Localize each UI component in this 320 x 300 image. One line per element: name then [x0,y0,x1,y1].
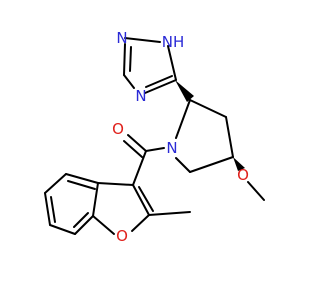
atom-label-nh-triazole: NH [162,33,185,51]
bond-c5-c6-double [50,196,56,223]
bond-c3-c2 [132,184,150,216]
bond-c3a-c4-double [67,180,96,190]
bond-c3a-c4 [65,173,99,184]
atom-label-o-methoxy: O [237,166,249,184]
bond-c3-c2-double [138,186,154,212]
structure-diagram: N NH N O N O O [44,29,265,245]
bond-c5-n4-double [145,75,173,88]
atom-label-o-carbonyl: O [112,120,124,138]
bond-c2-o [131,214,150,232]
bond-c5-n4 [144,79,177,94]
bond-c3-n1 [123,43,126,76]
bond-o-ch3 [247,181,265,201]
bond-c-o-double-b [123,140,143,158]
bond-c2-n1 [175,99,191,139]
bond-carbonyl-c3-benzofuran [132,150,147,186]
atom-label-n-triazole: N [116,29,127,47]
bond-c4-c5 [189,156,234,173]
bond-c3-c4 [225,116,234,158]
bond-n2-c5 [167,45,177,81]
atom-label-n-triazole-ring: N [135,87,146,105]
bond-c3a-c3 [97,182,134,186]
wedge-bond-c2-triazole [175,80,194,102]
bond-c6-c7 [49,224,76,235]
amide-linkage [123,134,165,186]
bond-n4-c3 [123,74,135,89]
atom-label-n-pyrrolidine: N [166,139,177,157]
bond-c4-c5 [44,173,67,194]
bond-c5-n1 [175,157,191,173]
bond-c2-c3 [189,99,227,118]
bond-c7a-c3a [92,182,99,217]
bond-n1-n2 [124,37,161,43]
bond-c7-c7a-double [73,212,89,228]
molecule-canvas: N NH N O N O O [44,29,265,245]
benzofuran-ring [44,173,191,235]
bond-c5-c6 [44,192,51,226]
bond-c2-methyl [148,211,191,216]
pyrrolidine-ring [175,99,234,173]
bond-c-o-double-a [127,134,147,152]
atom-label-o-furan: O [116,227,128,245]
bond-n-carbonyl-c [145,147,165,152]
bond-o-c7a [92,215,115,235]
bond-c7-c7a [74,215,94,235]
triazole-ring [123,37,177,94]
bond-c3-n1-double [129,46,132,72]
wedge-bond-c4-o [233,157,245,171]
